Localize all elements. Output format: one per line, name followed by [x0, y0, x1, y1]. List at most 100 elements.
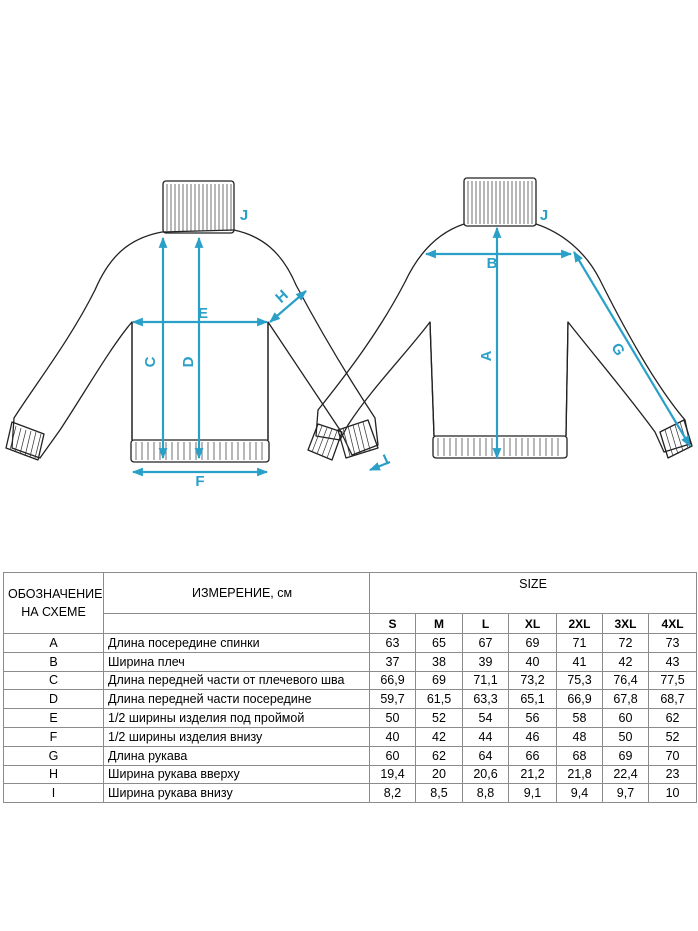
row-value: 67,8: [602, 689, 649, 710]
row-value: 21,2: [508, 764, 557, 785]
row-value: 9,1: [508, 783, 557, 804]
front-collar-ribbing: [166, 184, 232, 231]
row-value: 71,1: [462, 670, 509, 691]
label-i: I: [381, 451, 392, 468]
row-value: 39: [462, 651, 509, 672]
row-value: 73: [647, 633, 698, 653]
label-e: E: [198, 305, 208, 322]
row-value: 52: [415, 708, 463, 728]
row-value: 20,6: [462, 764, 509, 785]
row-value: 70: [647, 745, 698, 766]
row-value: 59,7: [369, 689, 416, 710]
measure-line-h: [269, 290, 307, 323]
row-measurement-name: Ширина плеч: [103, 651, 370, 672]
front-right-sleeve: [233, 229, 379, 456]
row-value: 68: [556, 745, 603, 766]
row-value: 58: [556, 708, 603, 728]
row-value: 23: [647, 764, 698, 785]
row-value: 61,5: [415, 689, 463, 710]
back-left-sleeve: [315, 223, 465, 441]
row-value: 50: [602, 726, 649, 747]
size-table: ОБОЗНАЧЕНИЕ НА СХЕМЕ ИЗМЕРЕНИЕ, см SIZE …: [3, 572, 698, 804]
back-body: [429, 321, 569, 437]
row-value: 63,3: [462, 689, 509, 710]
size-header-cell: S: [369, 613, 416, 634]
size-header-cell: XL: [508, 613, 557, 634]
row-value: 41: [556, 651, 603, 672]
row-value: 64: [462, 745, 509, 766]
row-value: 43: [647, 651, 698, 672]
row-measurement-name: Длина передней части посередине: [103, 689, 370, 710]
row-value: 73,2: [508, 670, 557, 691]
back-view-sweater: [307, 177, 693, 461]
row-value: 76,4: [602, 670, 649, 691]
front-view-sweater: [5, 180, 379, 463]
front-body: [131, 229, 269, 440]
row-value: 69: [602, 745, 649, 766]
size-header-cell: M: [415, 613, 463, 634]
front-right-cuff-ribbing: [342, 421, 371, 457]
row-measurement-name: Ширина рукава вверху: [103, 764, 370, 785]
row-value: 37: [369, 651, 416, 672]
back-right-sleeve: [535, 223, 691, 453]
back-left-cuff: [307, 423, 343, 461]
row-value: 48: [556, 726, 603, 747]
row-code: G: [3, 745, 104, 766]
row-value: 50: [369, 708, 416, 728]
label-j-back: J: [540, 207, 548, 224]
measure-line-i: [368, 460, 391, 472]
label-d: D: [180, 356, 197, 367]
back-collar-ribbing: [467, 181, 533, 224]
front-collar: [162, 180, 235, 234]
row-value: 8,8: [462, 783, 509, 804]
row-value: 8,5: [415, 783, 463, 804]
row-value: 77,5: [647, 670, 698, 691]
size-header-cell: 4XL: [647, 613, 698, 634]
row-value: 44: [462, 726, 509, 747]
row-measurement-name: Длина рукава: [103, 745, 370, 766]
row-value: 66: [508, 745, 557, 766]
size-header-cell: 2XL: [556, 613, 603, 634]
row-value: 40: [369, 726, 416, 747]
row-value: 66,9: [369, 670, 416, 691]
size-chart: ОБОЗНАЧЕНИЕ НА СХЕМЕ ИЗМЕРЕНИЕ, см SIZE …: [3, 572, 698, 804]
back-hem-ribbing: [437, 438, 559, 456]
row-measurement-name: Ширина рукава внизу: [103, 783, 370, 804]
row-value: 62: [647, 708, 698, 728]
row-value: 56: [508, 708, 557, 728]
front-left-sleeve: [11, 231, 163, 459]
row-value: 42: [602, 651, 649, 672]
row-value: 60: [369, 745, 416, 766]
row-value: 21,8: [556, 764, 603, 785]
row-value: 46: [508, 726, 557, 747]
row-value: 54: [462, 708, 509, 728]
row-code: F: [3, 726, 104, 747]
row-code: H: [3, 764, 104, 785]
label-h: H: [272, 287, 291, 307]
row-value: 19,4: [369, 764, 416, 785]
row-value: 68,7: [647, 689, 698, 710]
row-value: 63: [369, 633, 416, 653]
measure-line-g: [573, 251, 691, 447]
row-code: B: [3, 651, 104, 672]
row-code: E: [3, 708, 104, 728]
row-code: D: [3, 689, 104, 710]
label-g: G: [608, 340, 629, 359]
row-value: 9,4: [556, 783, 603, 804]
row-measurement-name: Длина передней части от плечевого шва: [103, 670, 370, 691]
row-value: 42: [415, 726, 463, 747]
row-value: 52: [647, 726, 698, 747]
row-value: 65: [415, 633, 463, 653]
row-value: 75,3: [556, 670, 603, 691]
row-value: 71: [556, 633, 603, 653]
header-measurement-blank: [103, 613, 370, 634]
row-value: 66,9: [556, 689, 603, 710]
